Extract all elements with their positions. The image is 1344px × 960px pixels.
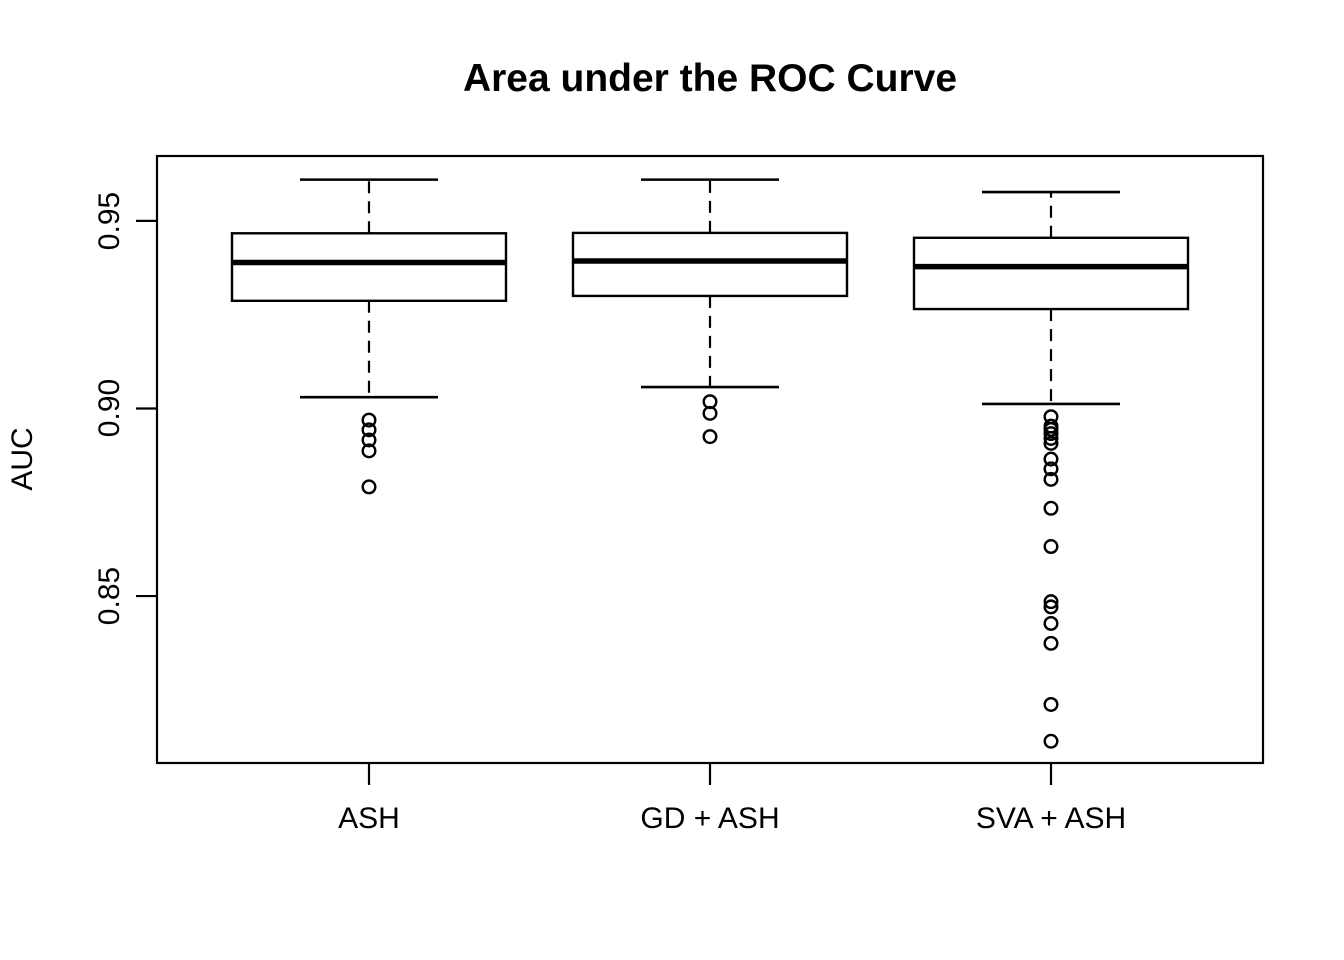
outlier-point-sva-ash-11 bbox=[1043, 594, 1059, 610]
outlier-point-sva-ash-9 bbox=[1043, 500, 1059, 516]
outlier-point-ash-0 bbox=[361, 412, 377, 428]
outlier-point-sva-ash-7 bbox=[1043, 461, 1059, 477]
outlier-point-sva-ash-12 bbox=[1043, 599, 1059, 615]
outlier-point-sva-ash-2 bbox=[1043, 421, 1059, 437]
x-category-label-ash: ASH bbox=[338, 802, 400, 835]
outlier-point-gd-ash-1 bbox=[702, 405, 718, 421]
outlier-point-sva-ash-8 bbox=[1043, 471, 1059, 487]
iqr-box-sva-ash bbox=[912, 236, 1190, 311]
outlier-point-ash-4 bbox=[361, 479, 377, 495]
outlier-point-sva-ash-13 bbox=[1043, 615, 1059, 631]
outlier-point-gd-ash-2 bbox=[702, 429, 718, 445]
x-category-label-sva-ash: SVA + ASH bbox=[975, 802, 1127, 835]
y-axis-label: AUC bbox=[6, 427, 39, 491]
outlier-point-sva-ash-5 bbox=[1043, 435, 1059, 451]
outlier-point-sva-ash-16 bbox=[1043, 733, 1059, 749]
y-tick-label-0.95: 0.95 bbox=[93, 191, 126, 251]
outlier-point-sva-ash-14 bbox=[1043, 635, 1059, 651]
y-tick-label-0.85: 0.85 bbox=[93, 566, 126, 626]
x-category-label-gd-ash: GD + ASH bbox=[640, 802, 780, 835]
outlier-point-sva-ash-4 bbox=[1043, 430, 1059, 446]
outlier-point-sva-ash-15 bbox=[1043, 696, 1059, 712]
outlier-point-sva-ash-6 bbox=[1043, 451, 1059, 467]
outlier-point-ash-1 bbox=[361, 422, 377, 438]
outlier-point-ash-3 bbox=[361, 443, 377, 459]
chart-title: Area under the ROC Curve bbox=[462, 57, 958, 100]
iqr-box-gd-ash bbox=[571, 231, 849, 298]
outlier-point-sva-ash-10 bbox=[1043, 539, 1059, 555]
iqr-box-ash bbox=[230, 232, 508, 303]
outlier-point-ash-2 bbox=[361, 432, 377, 448]
y-tick-label-0.90: 0.90 bbox=[93, 378, 126, 438]
outlier-point-sva-ash-3 bbox=[1043, 426, 1059, 442]
